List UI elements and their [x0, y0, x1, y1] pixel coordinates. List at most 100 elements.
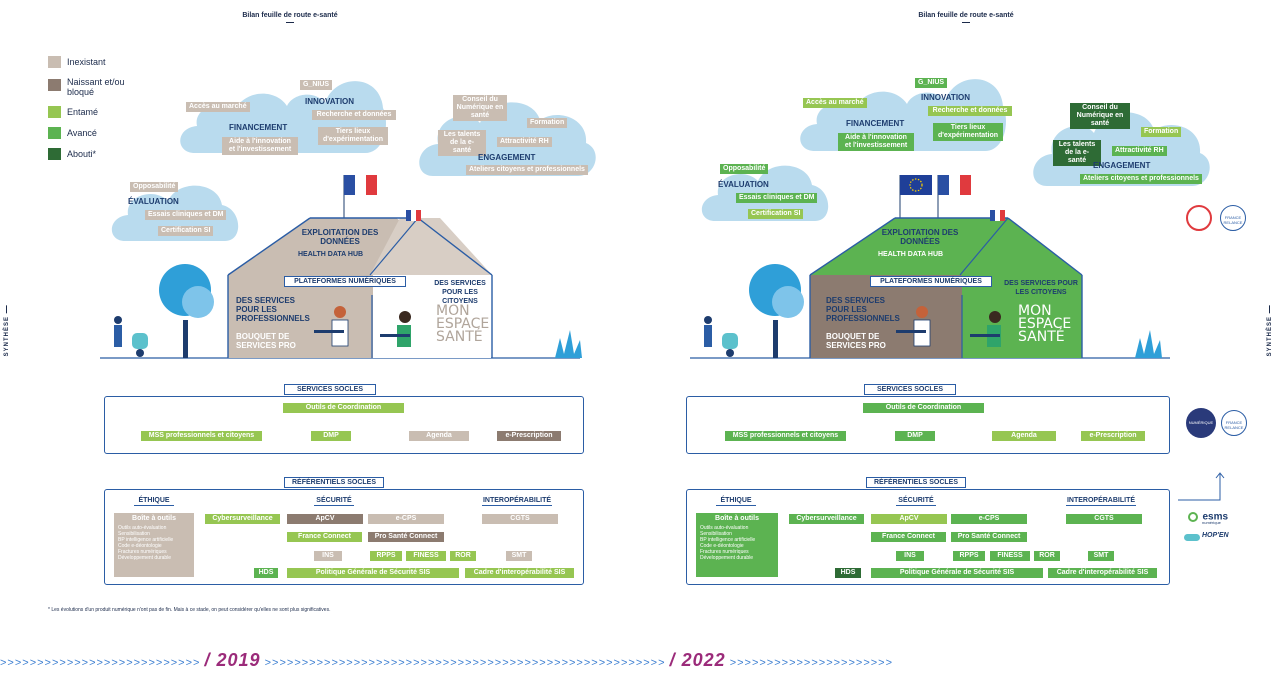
heading-financement: FINANCEMENT [229, 123, 288, 132]
services-socles-panel-right [686, 396, 1170, 454]
page-title-left: Bilan feuille de route e-santé [190, 12, 390, 23]
footnote: * Les évolutions d'un produit numérique … [48, 607, 331, 613]
page-title-right: Bilan feuille de route e-santé [866, 12, 1066, 23]
boite-item: BP intelligence artificielle [700, 537, 756, 543]
legend: Inexistant Naissant et/ou bloqué Entamé … [48, 56, 127, 160]
services-socles-heading: SERVICES SOCLES [284, 384, 376, 395]
house-services-citoyens: DES SERVICES POUR LES CITOYENS [434, 280, 486, 305]
legend-swatch [48, 148, 61, 160]
services-socles-heading-2022: SERVICES SOCLES [864, 384, 956, 395]
tag-aide-innovation: Aide à l'innovation et l'investissement [222, 137, 298, 155]
hopen-logo: HOP'EN [1184, 532, 1244, 546]
tag-essais-2022: Essais cliniques et DM [736, 193, 818, 203]
tag-tiers-lieux: Tiers lieux d'expérimentation [318, 127, 388, 145]
timeline-arrows: >>>>>>>>>>>>>>>>>>>>>> [729, 657, 894, 669]
legend-item: Avancé [48, 127, 127, 139]
boite-item: BP intelligence artificielle [118, 537, 174, 543]
tag-finess: FINESS [406, 551, 446, 561]
logo-text: SANTÉ [436, 329, 483, 345]
tag-ins-2022: INS [896, 551, 924, 561]
tag-apcv-2022: ApCV [871, 514, 947, 524]
logo-text: SANTÉ [1018, 329, 1065, 345]
arrow-up-icon [1178, 472, 1225, 501]
esms-text: esms [1202, 511, 1229, 523]
timeline: >>>>>>>>>>>>>>>>>>>>>>>>>>> / 2019 >>>>>… [0, 650, 893, 671]
house-hdh: HEALTH DATA HUB [298, 251, 364, 258]
tag-gnius: G_NIUS [300, 80, 333, 90]
tag-recherche-2022: Recherche et données [928, 106, 1012, 116]
hopen-icon [1184, 534, 1200, 541]
tag-tiers-lieux-2022: Tiers lieux d'expérimentation [933, 123, 1003, 141]
tag-gnius-2022: G_NIUS [915, 78, 948, 88]
referentiels-heading-2022: RÉFÉRENTIELS SOCLES [866, 477, 966, 488]
tag-rpps-2022: RPPS [953, 551, 985, 561]
legend-label: Abouti* [67, 149, 97, 159]
france-relance-logo: FRANCE RELANCE [1220, 205, 1246, 231]
boite-item: Code e-déontologie [118, 543, 162, 549]
tag-ins: INS [314, 551, 342, 561]
house-illustration-right [690, 175, 1170, 359]
legend-item: Entamé [48, 106, 127, 118]
esms-sub: numérique [1202, 520, 1221, 525]
year-2022: / 2022 [669, 650, 726, 670]
tag-rpps: RPPS [370, 551, 402, 561]
tag-ror-2022: ROR [1034, 551, 1060, 561]
tag-ecps: e-CPS [368, 514, 444, 524]
tag-hds-2022: HDS [835, 568, 861, 578]
tag-talents-2022: Les talents de la e-santé [1053, 140, 1101, 166]
house-exploitation-2022: EXPLOITATION DES DONNÉES [881, 228, 959, 246]
tag-ateliers: Ateliers citoyens et professionnels [466, 165, 588, 175]
timeline-arrows: >>>>>>>>>>>>>>>>>>>>>>>>>>>>>>>>>>>>>>>>… [264, 657, 666, 669]
house-services-pro-2022: DES SERVICES POUR LES PROFESSIONNELS [826, 296, 900, 323]
house-plateformes-2022: PLATEFORMES NUMÉRIQUES [870, 276, 992, 287]
logo-text: MON [436, 303, 470, 319]
boite-item: Fractures numériques [118, 549, 167, 555]
esms-logo: esms numérique [1188, 508, 1248, 525]
france-relance-logo-2: FRANCE RELANCE [1221, 410, 1247, 436]
boite-item: Sensibilisation [118, 531, 150, 537]
legend-swatch [48, 56, 61, 68]
tag-mss: MSS professionnels et citoyens [141, 431, 262, 441]
legend-swatch [48, 106, 61, 118]
legend-label: Avancé [67, 128, 97, 138]
tag-smt-2022: SMT [1088, 551, 1114, 561]
referentiels-panel-left [104, 489, 584, 585]
subhead-securite-2022: SÉCURITÉ [896, 497, 936, 506]
tag-attractivite: Attractivité RH [497, 137, 552, 147]
legend-label: Inexistant [67, 57, 106, 67]
boite-outils-left: Boîte à outils Outils auto-évaluation Se… [114, 513, 194, 577]
legend-label: Naissant et/ou bloqué [67, 77, 125, 97]
heading-engagement: ENGAGEMENT [478, 153, 536, 162]
boite-item: Développement durable [700, 555, 754, 561]
tag-smt: SMT [506, 551, 532, 561]
legend-item: Inexistant [48, 56, 127, 68]
heading-engagement-2022: ENGAGEMENT [1093, 161, 1151, 170]
tag-aide-innovation-2022: Aide à l'innovation et l'investissement [838, 133, 914, 151]
house-exploitation: EXPLOITATION DES DONNÉES [301, 228, 379, 246]
marianne-logo [1186, 205, 1212, 231]
tag-pro-sante-connect-2022: Pro Santé Connect [951, 532, 1027, 542]
hopen-text: HOP'EN [1202, 532, 1229, 539]
tag-france-connect: France Connect [287, 532, 362, 542]
tag-cadre-interop: Cadre d'interopérabilité SIS [465, 568, 574, 578]
tag-conseil: Conseil du Numérique en santé [453, 95, 507, 121]
house-plateformes: PLATEFORMES NUMÉRIQUES [284, 276, 406, 287]
tag-opposabilite: Opposabilité [130, 182, 179, 192]
tag-dmp-2022: DMP [895, 431, 935, 441]
tag-finess-2022: FINESS [990, 551, 1030, 561]
tag-agenda: Agenda [409, 431, 469, 441]
tag-formation-2022: Formation [1141, 127, 1182, 137]
tag-hds: HDS [254, 568, 278, 578]
boite-item: Outils auto-évaluation [700, 525, 749, 531]
tag-eprescription-2022: e-Prescription [1081, 431, 1145, 441]
tag-pgssi: Politique Générale de Sécurité SIS [287, 568, 459, 578]
tag-ateliers-2022: Ateliers citoyens et professionnels [1080, 174, 1202, 184]
legend-item: Abouti* [48, 148, 127, 160]
boite-item: Outils auto-évaluation [118, 525, 167, 531]
tag-talents: Les talents de la e-santé [438, 130, 486, 156]
house-illustration-left [100, 175, 582, 359]
tag-cadre-interop-2022: Cadre d'interopérabilité SIS [1048, 568, 1157, 578]
boite-item: Fractures numériques [700, 549, 749, 555]
boite-outils-right: Boîte à outils Outils auto-évaluation Se… [696, 513, 778, 577]
tag-france-connect-2022: France Connect [871, 532, 946, 542]
